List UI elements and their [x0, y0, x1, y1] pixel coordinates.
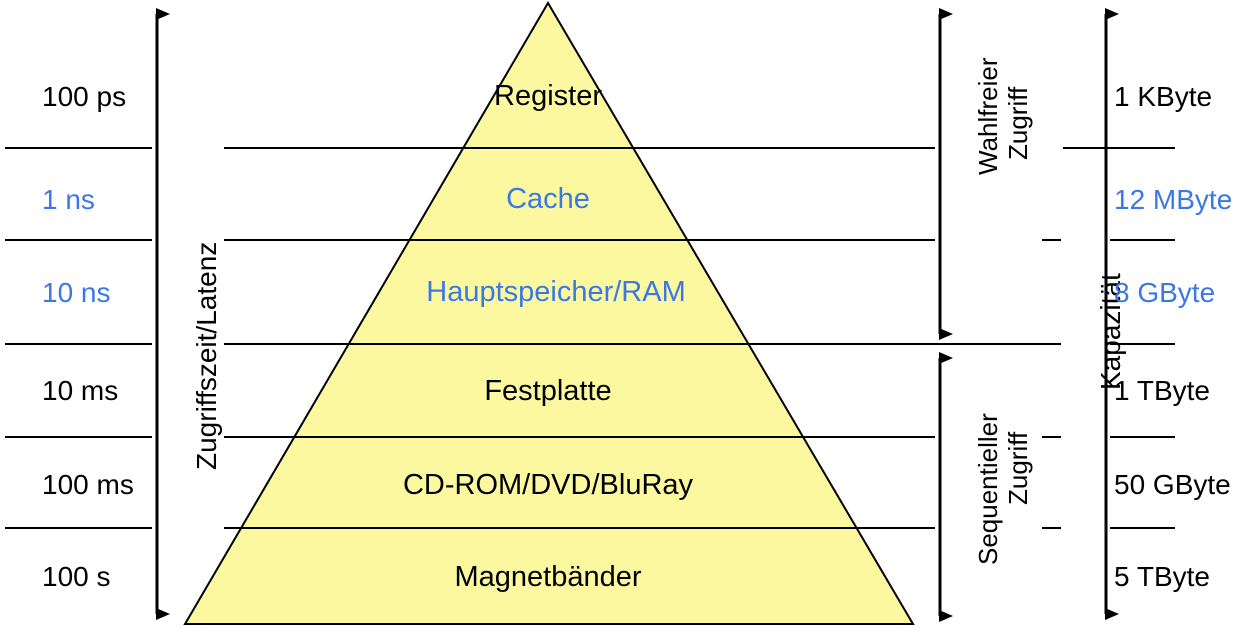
pyramid-tier-label-ram: Hauptspeicher/RAM: [426, 276, 686, 308]
latency-tick-label-5: 100 s: [42, 561, 111, 592]
capacity-tick-label-2: 8 GByte: [1114, 277, 1216, 308]
sequential-access-label-line1: Sequentieller: [973, 413, 1003, 565]
latency-axis-title: Zugriffszeit/Latenz: [191, 241, 222, 470]
capacity-tick-label-0: 1 KByte: [1114, 81, 1213, 112]
pyramid-shape: [183, 1, 915, 625]
latency-tick-label-0: 100 ps: [42, 81, 127, 112]
pyramid-tier-label-harddisk: Festplatte: [484, 375, 612, 407]
capacity-tick-label-4: 50 GByte: [1114, 469, 1231, 500]
latency-tick-label-1: 1 ns: [42, 184, 95, 215]
random-access-label-line2: Zugriff: [1003, 86, 1033, 160]
latency-tick-label-3: 10 ms: [42, 375, 119, 406]
latency-tick-label-2: 10 ns: [42, 277, 111, 308]
pyramid-tier-label-tape: Magnetbänder: [454, 561, 642, 593]
pyramid-tier-label-optical: CD-ROM/DVD/BluRay: [402, 469, 694, 501]
capacity-tick-label-1: 12 MByte: [1114, 184, 1233, 215]
capacity-tick-label-5: 5 TByte: [1114, 561, 1210, 592]
pyramid-tier-separators: [240, 147, 858, 529]
sequential-access-label-line2: Zugriff: [1003, 431, 1033, 505]
latency-tick-label-4: 100 ms: [42, 469, 134, 500]
capacity-tick-label-3: 1 TByte: [1114, 375, 1210, 406]
pyramid-tier-label-cache: Cache: [506, 183, 590, 215]
random-access-label-line1: Wahlfreier: [973, 57, 1003, 175]
pyramid-tier-label-register: Register: [494, 80, 602, 112]
